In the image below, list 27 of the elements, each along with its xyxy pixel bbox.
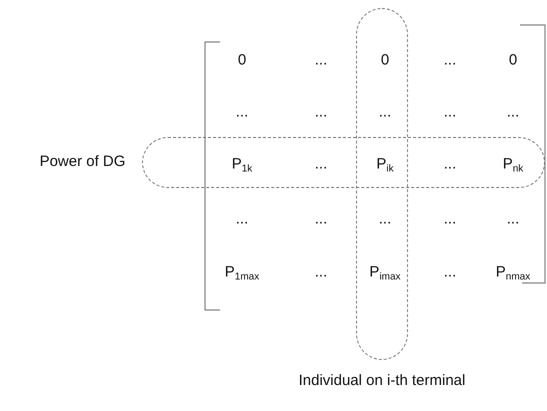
matrix-entry: P$_{imax}$ xyxy=(369,264,401,280)
matrix-entry: ... xyxy=(314,156,328,172)
matrix-entry: ... xyxy=(506,104,520,120)
matrix-entry: P$_{nmax}$ xyxy=(496,264,530,280)
matrix-entry: ... xyxy=(378,104,392,120)
matrix-entry: 0 xyxy=(380,52,390,68)
matrix-entry: ... xyxy=(506,212,520,226)
matrix-entry: P$_{1k}$ xyxy=(232,156,252,172)
matrix-entry: P$_{1max}$ xyxy=(224,264,260,280)
group-label: Individual on i-th terminal xyxy=(298,371,466,391)
matrix-entry: ... xyxy=(314,264,328,280)
matrix-entry: ... xyxy=(314,52,328,68)
matrix-entry: ... xyxy=(444,264,456,280)
matrix-entry: 0 xyxy=(238,52,246,68)
matrix-entry: ... xyxy=(444,212,456,226)
matrix-entry: ... xyxy=(444,104,456,120)
matrix-entry: P$_{ik}$ xyxy=(376,156,394,172)
group-label: Power of DG xyxy=(38,152,126,172)
matrix-entry: 0 xyxy=(508,52,518,68)
matrix-entry: ... xyxy=(236,212,248,226)
matrix-entry: ... xyxy=(236,104,248,120)
matrix-entry: P$_{nk}$ xyxy=(502,156,524,172)
matrix-entry: ... xyxy=(378,212,392,226)
matrix-entry: ... xyxy=(314,104,328,120)
matrix-entry: ... xyxy=(444,52,456,68)
matrix-entry: ... xyxy=(314,212,328,226)
matrix-entry: ... xyxy=(444,156,456,172)
